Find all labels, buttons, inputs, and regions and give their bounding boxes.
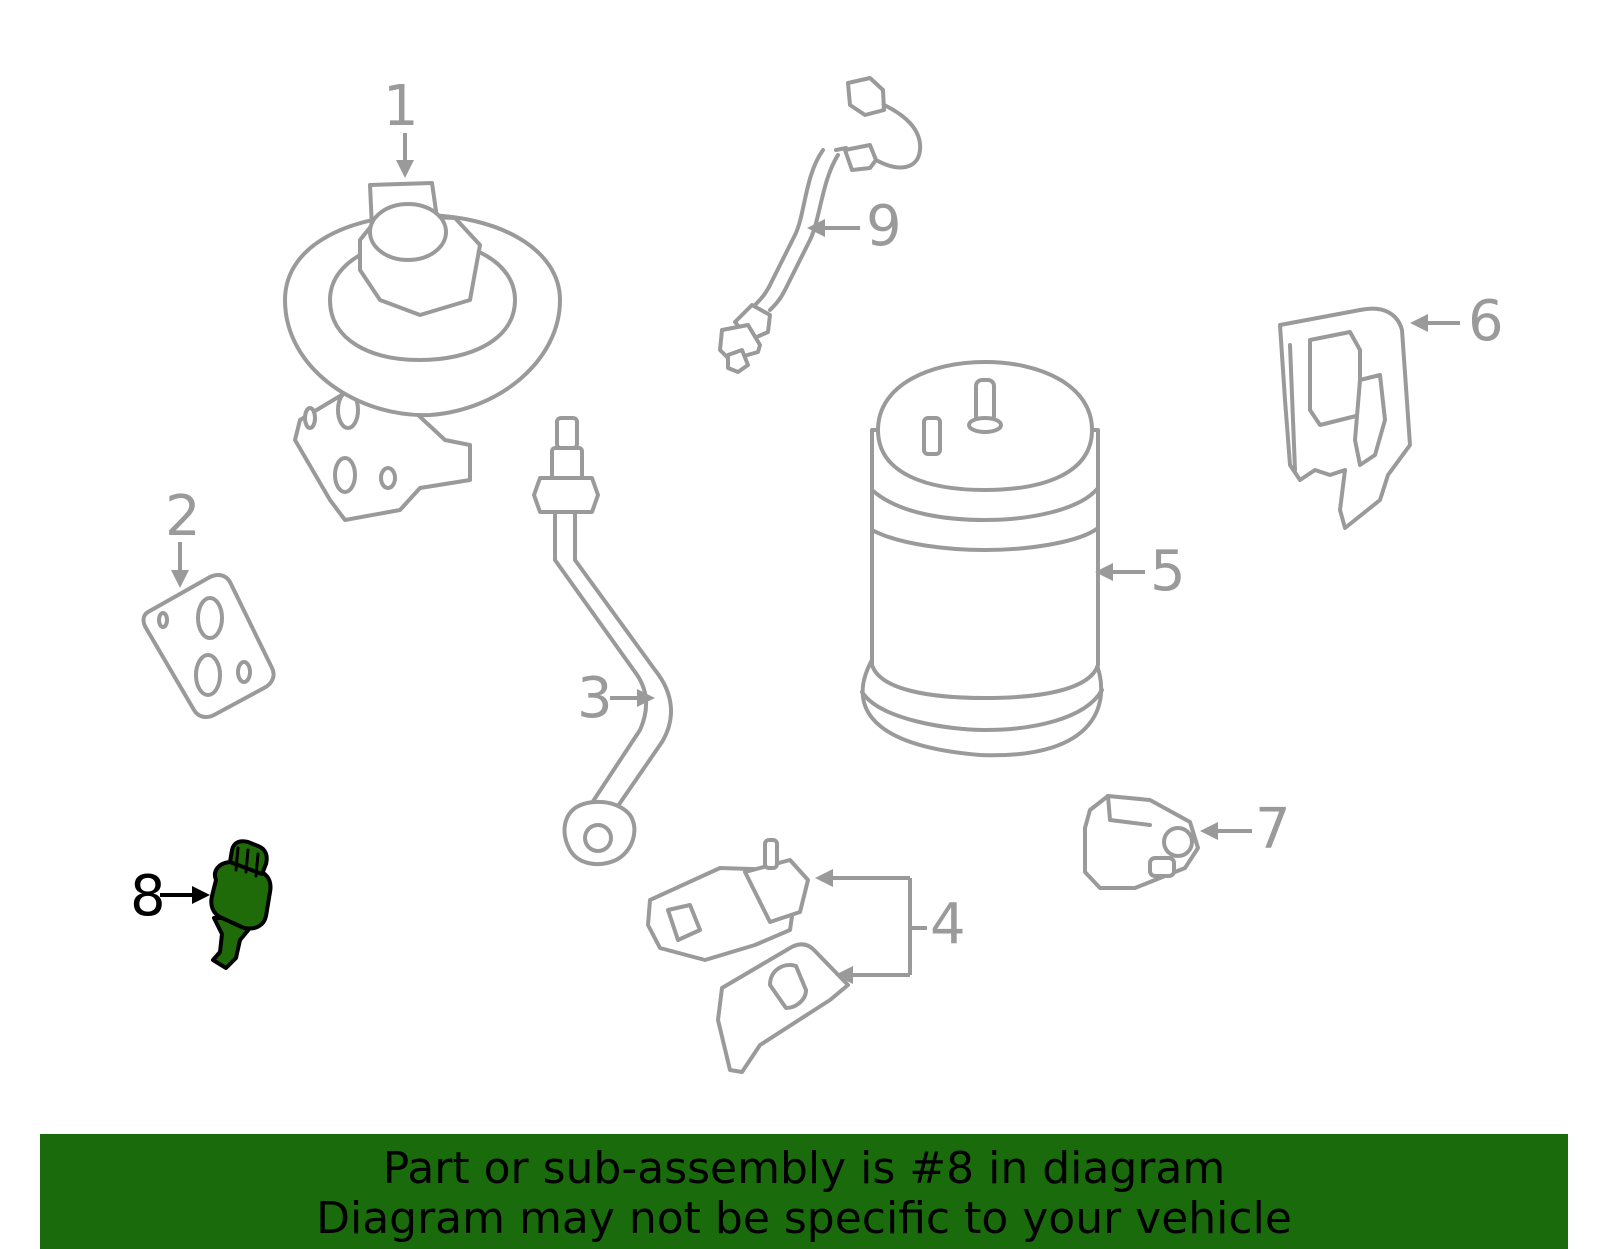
svg-text:1: 1: [383, 74, 419, 139]
svg-text:4: 4: [930, 892, 966, 957]
svg-text:9: 9: [866, 194, 902, 259]
part-9-oxygen-sensor: [718, 76, 923, 374]
part-2-gasket: [141, 572, 276, 720]
callout-5: 5: [1095, 539, 1186, 604]
callout-3: 3: [577, 666, 655, 731]
svg-text:2: 2: [165, 484, 201, 549]
svg-text:7: 7: [1255, 797, 1291, 862]
svg-text:5: 5: [1150, 539, 1186, 604]
part-8-sensor-highlighted: [209, 839, 273, 970]
callout-1: 1: [383, 74, 419, 178]
info-banner: Part or sub-assembly is #8 in diagram Di…: [40, 1134, 1568, 1249]
part-5-canister: [860, 360, 1104, 758]
banner-line-1: Part or sub-assembly is #8 in diagram: [382, 1143, 1226, 1194]
part-1-egr-valve: [283, 181, 562, 522]
callout-8: 8: [130, 864, 210, 929]
part-3-egr-tube: [532, 416, 673, 867]
svg-text:6: 6: [1468, 289, 1504, 354]
callout-4: 4: [815, 869, 966, 984]
part-6-bracket: [1278, 306, 1412, 530]
svg-text:3: 3: [577, 666, 613, 731]
callout-6: 6: [1410, 289, 1504, 354]
banner-line-2: Diagram may not be specific to your vehi…: [316, 1193, 1292, 1244]
svg-text:8: 8: [130, 864, 166, 929]
callout-9: 9: [807, 194, 902, 259]
part-7-sensor-module: [1083, 794, 1200, 890]
part-4-solenoid: [646, 838, 850, 1074]
callout-2: 2: [165, 484, 201, 588]
callout-7: 7: [1200, 797, 1291, 862]
